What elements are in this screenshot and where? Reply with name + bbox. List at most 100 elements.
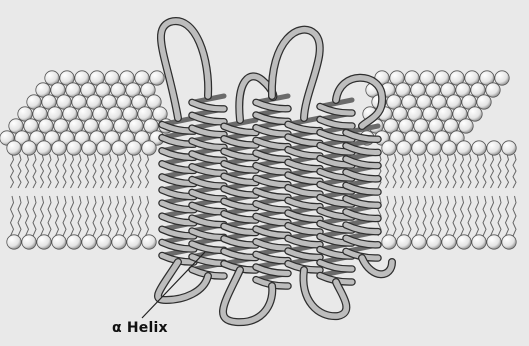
lipid-tail — [146, 196, 149, 236]
lipid-tail — [33, 154, 36, 188]
lipid-tail — [446, 196, 449, 236]
lipid-tail — [453, 196, 456, 236]
lipid-tail — [438, 154, 441, 188]
lipid-tail — [438, 196, 441, 236]
lipid-head — [412, 235, 426, 249]
lipid-tail — [401, 196, 404, 236]
lipid-head — [22, 141, 36, 155]
lipid-tail — [48, 196, 51, 236]
lipid-tail — [476, 154, 479, 188]
lipid-tail — [11, 196, 14, 236]
lipid-tail — [101, 196, 104, 236]
lipid-head — [442, 235, 456, 249]
lipid-head — [127, 235, 141, 249]
lipid-head — [112, 141, 126, 155]
lipid-head — [142, 235, 156, 249]
lipid-tail — [386, 154, 389, 188]
lipid-tail — [33, 196, 36, 236]
lipid-head — [468, 107, 482, 121]
lipid-tail — [468, 154, 471, 188]
lipid-tail — [48, 154, 51, 188]
lipid-tail — [468, 196, 471, 236]
lipid-tail — [138, 154, 141, 188]
alpha-helix — [288, 118, 320, 270]
lipid-head — [67, 235, 81, 249]
lipid-tail — [506, 196, 509, 236]
lipid-head — [382, 141, 396, 155]
lipid-head — [459, 119, 473, 133]
lipid-head — [82, 235, 96, 249]
lipid-head — [97, 141, 111, 155]
lipid-tail — [71, 196, 74, 236]
lipid-head — [142, 141, 156, 155]
lipid-head — [495, 71, 509, 85]
lipid-tail — [63, 154, 66, 188]
lipid-tail — [41, 154, 44, 188]
lipid-tail — [416, 154, 419, 188]
lipid-tail — [123, 154, 126, 188]
lipid-tail — [63, 196, 66, 236]
lipid-tail — [431, 154, 434, 188]
lipid-head — [427, 235, 441, 249]
lipid-head — [412, 141, 426, 155]
lipid-tail — [408, 196, 411, 236]
lipid-tail — [116, 154, 119, 188]
lipid-tail — [71, 154, 74, 188]
lipid-tail — [18, 196, 21, 236]
alpha-helix — [224, 120, 256, 270]
lipid-head — [37, 141, 51, 155]
lipid-head — [127, 141, 141, 155]
lipid-tail — [78, 196, 81, 236]
lipid-tail — [513, 154, 516, 188]
lipid-tail — [423, 196, 426, 236]
lipid-tail — [378, 154, 381, 188]
lipid-tail — [513, 196, 516, 236]
lipid-tail — [108, 196, 111, 236]
lipid-head — [397, 141, 411, 155]
lipid-head — [502, 141, 516, 155]
lipid-tail — [86, 154, 89, 188]
lipid-tail — [401, 154, 404, 188]
lipid-tail — [506, 154, 509, 188]
alpha-helix — [192, 96, 224, 276]
lipid-tail — [423, 154, 426, 188]
lipid-tail — [123, 196, 126, 236]
lipid-tail — [408, 154, 411, 188]
lipid-tail — [41, 196, 44, 236]
lipid-head — [37, 235, 51, 249]
lipid-head — [7, 141, 21, 155]
alpha-helix — [256, 96, 288, 286]
lipid-head — [477, 95, 491, 109]
lipid-tail — [431, 196, 434, 236]
lipid-head — [7, 235, 21, 249]
lipid-tail — [146, 154, 149, 188]
lipid-tail — [56, 154, 59, 188]
lipid-tail — [108, 154, 111, 188]
lipid-tail — [498, 154, 501, 188]
lipid-tail — [131, 196, 134, 236]
lipid-head — [382, 235, 396, 249]
lipid-head — [472, 235, 486, 249]
lipid-tail — [78, 154, 81, 188]
lipid-tail — [11, 154, 14, 188]
lipid-head — [150, 71, 164, 85]
lipid-tail — [101, 154, 104, 188]
lipid-head — [486, 83, 500, 97]
lipid-tail — [26, 196, 29, 236]
lipid-tail — [461, 196, 464, 236]
lipid-head — [472, 141, 486, 155]
lipid-head — [487, 141, 501, 155]
lipid-head — [67, 141, 81, 155]
helix-label: α Helix — [112, 320, 168, 336]
lipid-head — [22, 235, 36, 249]
lipid-tail — [138, 196, 141, 236]
lipid-head — [97, 235, 111, 249]
lipid-head — [397, 235, 411, 249]
lipid-tail — [416, 196, 419, 236]
lipid-tail — [483, 196, 486, 236]
lipid-tail — [93, 154, 96, 188]
lipid-head — [52, 235, 66, 249]
lipid-tail — [483, 154, 486, 188]
lipid-tail — [18, 154, 21, 188]
transmembrane-protein — [158, 21, 392, 322]
